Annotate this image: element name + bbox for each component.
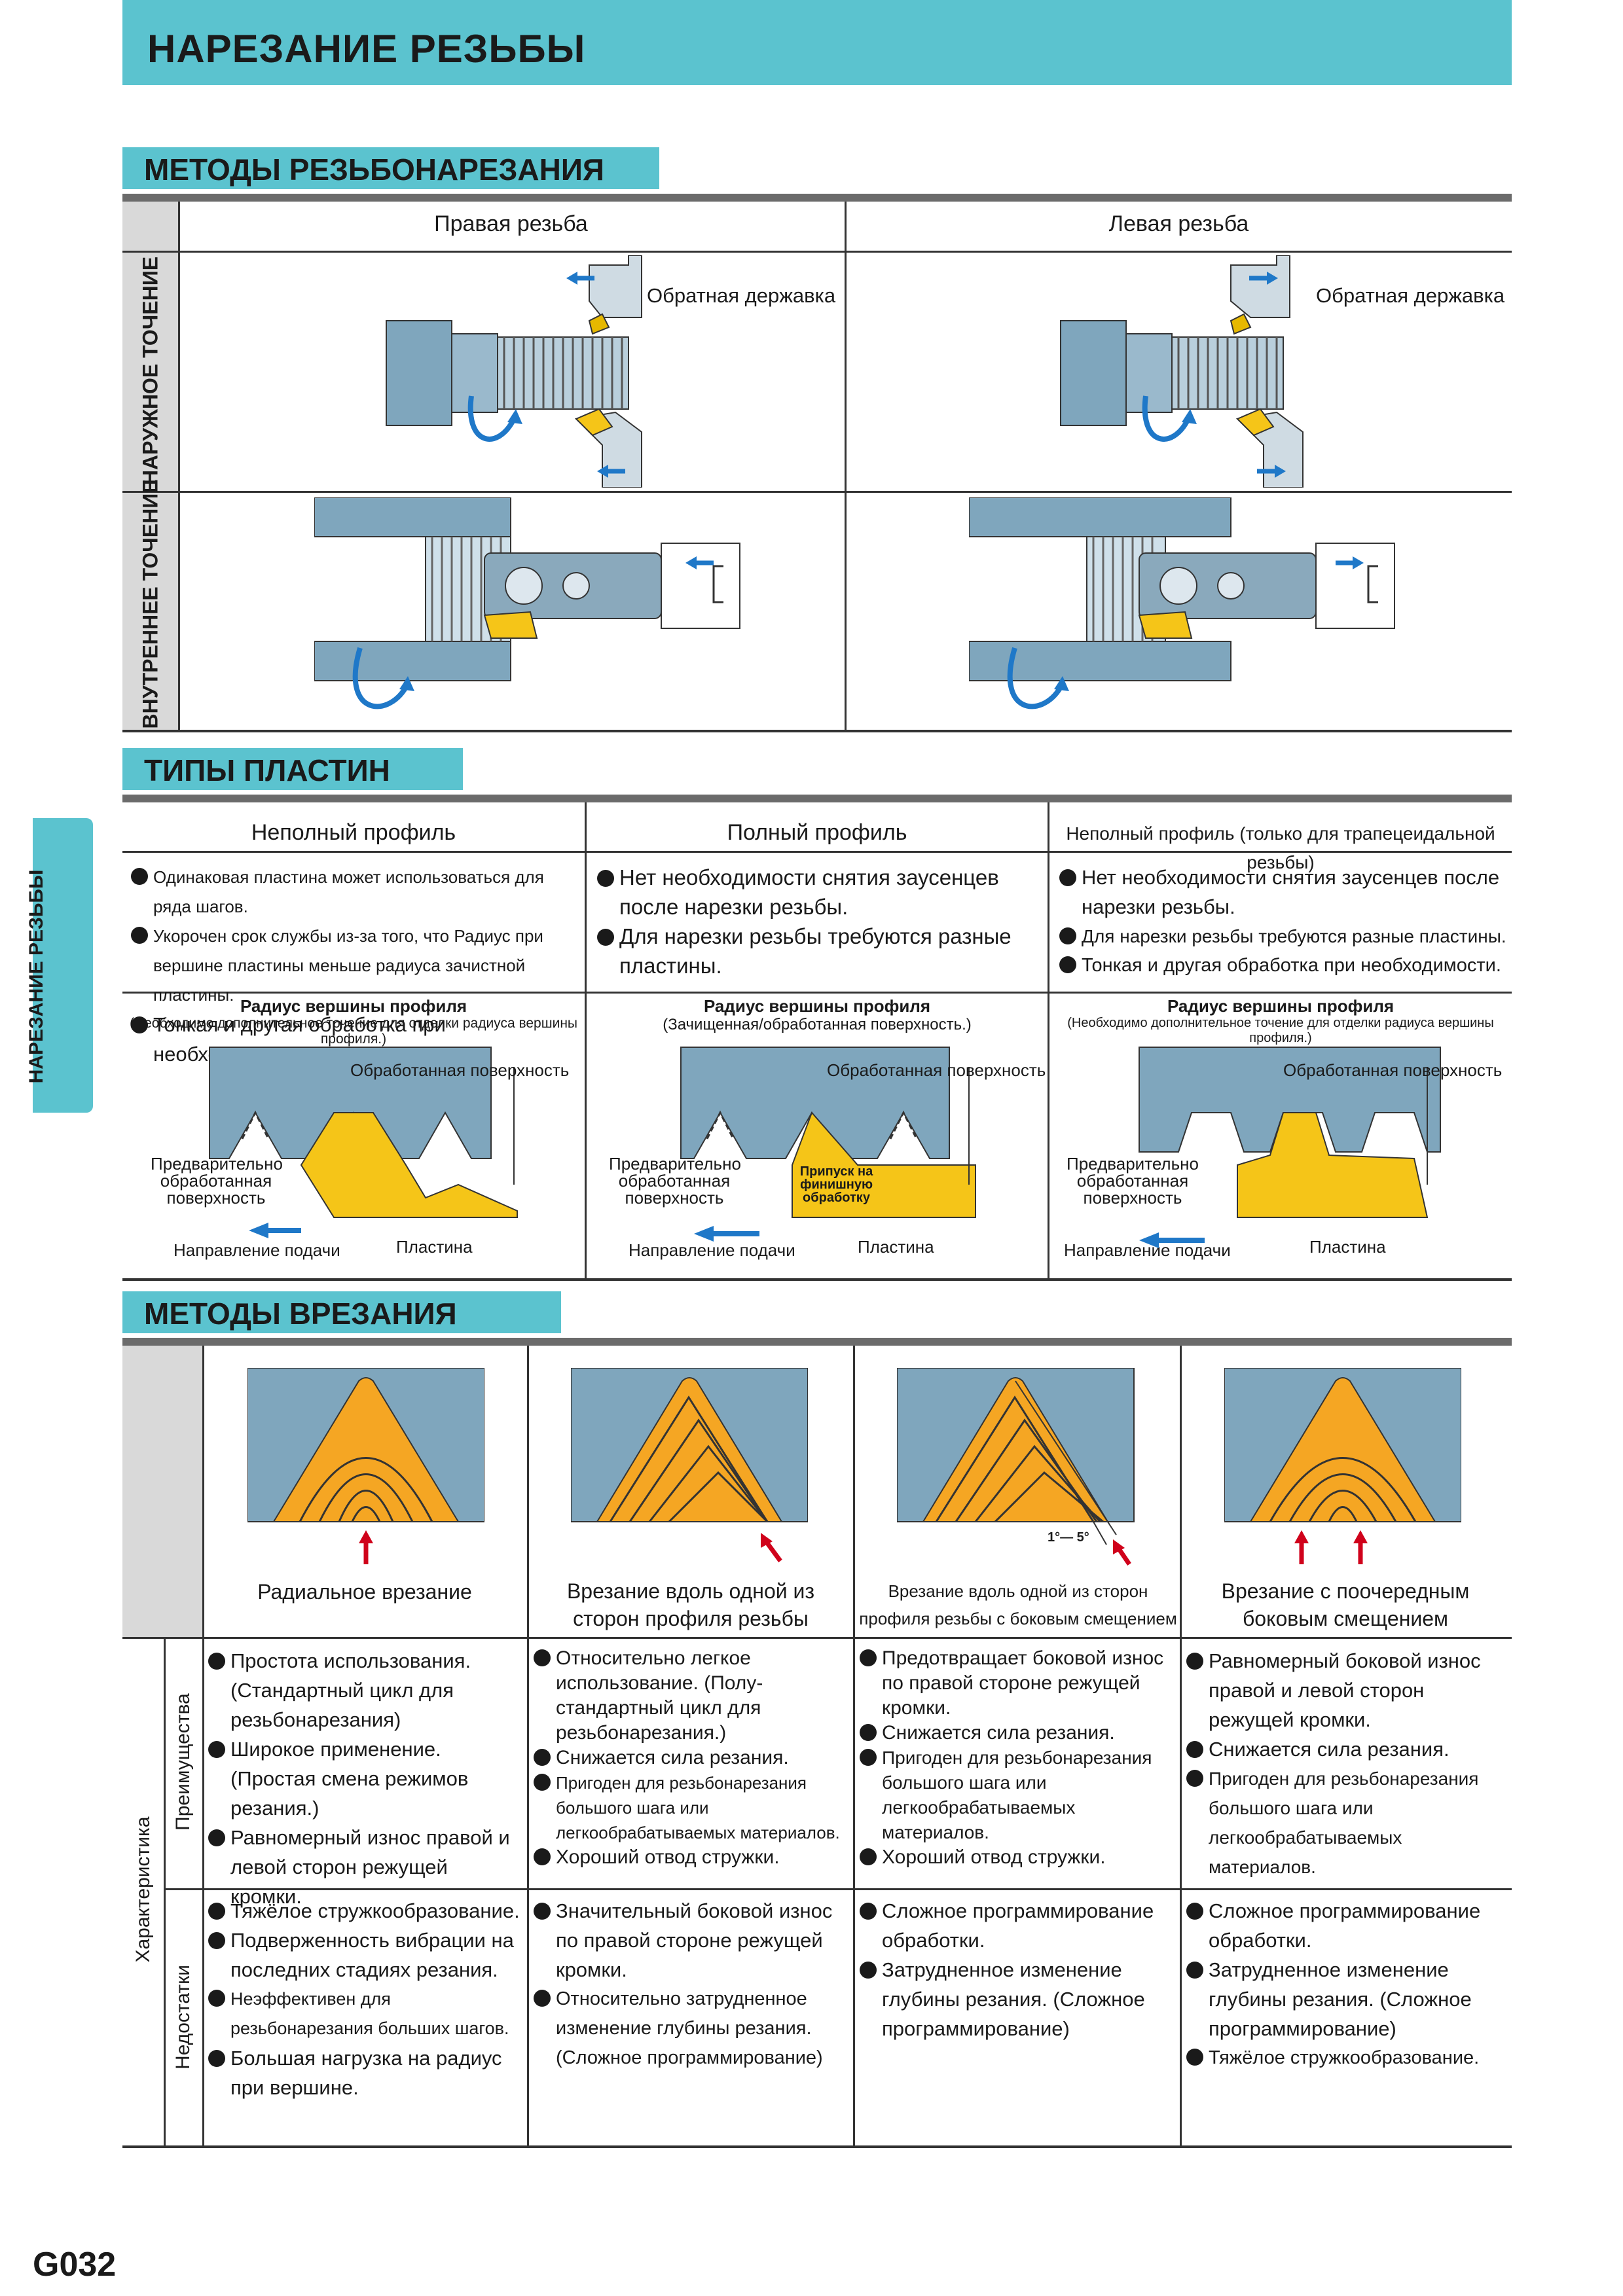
insert-col3-diag-sub: (Необходимо дополнительное точение для о…	[1067, 1016, 1494, 1045]
infeed-caption-1: Радиальное врезание	[257, 1580, 472, 1604]
insert-col2-bullets: Нет необходимости снятия заусенцев после…	[597, 863, 1042, 980]
section-bar-threading	[122, 147, 659, 189]
insert-col2-diag-sub: (Зачищенная/обработанная поверхность.)	[663, 1016, 972, 1033]
insert-col3-diagram	[1139, 1047, 1441, 1218]
external-right-illustration	[386, 255, 642, 488]
insert-col1-premachined: Предварительно обработанная поверхность	[151, 1154, 283, 1208]
section-title-threading: МЕТОДЫ РЕЗЬБОНАРЕЗАНИЯ	[144, 152, 604, 187]
infeed-adv-3: Предотвращает боковой износ по правой ст…	[860, 1646, 1177, 1870]
angle-label: 1°— 5°	[1048, 1530, 1089, 1545]
infeed-radial-diagram	[247, 1368, 484, 1564]
corner-cell	[122, 202, 178, 251]
section-bar-infeed	[122, 1291, 561, 1333]
external-left-illustration	[1060, 255, 1304, 488]
insert-col1-bullets: Одинаковая пластина может использоваться…	[131, 863, 583, 1069]
reverse-holder-right-label: Обратная державка	[647, 284, 836, 307]
feed-arrow-icon	[694, 1226, 759, 1242]
infeed-alternating-diagram	[1224, 1368, 1461, 1564]
infeed-caption-3: Врезание вдоль одной из сторон профиля р…	[859, 1581, 1177, 1628]
row-external: НАРУЖНОЕ ТОЧЕНИЕ	[138, 256, 162, 486]
infeed-caption-2: Врезание вдоль одной из сторон профиля р…	[566, 1579, 815, 1630]
feed-arrow-icon	[1139, 1232, 1205, 1248]
insert-col2-premachined: Предварительно обработанная поверхность	[609, 1154, 741, 1208]
insert-col2-insert: Пластина	[858, 1237, 934, 1257]
insert-col3-insert: Пластина	[1309, 1237, 1386, 1257]
row-disadvantages: Недостатки	[172, 1965, 194, 2070]
section-rule	[122, 194, 1512, 202]
infeed-adv-2: Относительно легкое использование. (Полу…	[534, 1646, 851, 1870]
page-number: G032	[33, 2246, 117, 2284]
internal-left-illustration	[969, 497, 1395, 709]
insert-col2-machined: Обработанная поверхность	[827, 1060, 1046, 1080]
section-title-inserts: ТИПЫ ПЛАСТИН	[144, 753, 390, 787]
insert-col3-machined: Обработанная поверхность	[1283, 1060, 1503, 1080]
row-internal: ВНУТРЕННЕЕ ТОЧЕНИЕ	[138, 479, 162, 729]
insert-col1-title: Неполный профиль	[251, 820, 456, 845]
insert-col3-bullets: Нет необходимости снятия заусенцев после…	[1059, 863, 1511, 980]
infeed-flank-diagram	[571, 1368, 808, 1563]
insert-col2-feed: Направление подачи	[629, 1240, 795, 1260]
insert-col1-machined: Обработанная поверхность	[350, 1060, 570, 1080]
infeed-caption-4: Врезание с поочередным боковым смещением	[1221, 1579, 1470, 1630]
col-left-thread: Левая резьба	[1108, 211, 1249, 236]
section-rule	[122, 1338, 1512, 1346]
insert-col2-diagram	[680, 1047, 976, 1218]
infeed-dis-2: Значительный боковой износ по правой сто…	[534, 1896, 851, 2073]
internal-right-illustration	[314, 497, 740, 709]
insert-col1-diag-title: Радиус вершины профиля	[240, 996, 467, 1016]
insert-col2-diag-title: Радиус вершины профиля	[703, 996, 931, 1016]
infeed-dis-1: Тяжёлое стружкообразование. Подверженнос…	[208, 1896, 524, 2102]
insert-col3-premachined: Предварительно обработанная поверхность	[1067, 1154, 1199, 1208]
infeed-modified-flank-diagram	[897, 1368, 1135, 1566]
page-title: НАРЕЗАНИЕ РЕЗЬБЫ	[147, 27, 586, 71]
insert-col1-diagram	[209, 1047, 518, 1238]
row-characteristics: Характеристика	[132, 1816, 154, 1963]
infeed-dis-3: Сложное программирование обработки. Затр…	[860, 1896, 1177, 2043]
insert-col1-insert: Пластина	[396, 1237, 473, 1257]
reverse-holder-left-label: Обратная державка	[1316, 284, 1505, 307]
side-tab-label: НАРЕЗАНИЕ РЕЗЬБЫ	[26, 869, 47, 1084]
insert-col2-allowance: Припуск на финишную обработку	[799, 1164, 873, 1205]
col-right-thread: Правая резьба	[434, 211, 588, 236]
insert-col3-diag-title: Радиус вершины профиля	[1167, 996, 1395, 1016]
insert-col2-title: Полный профиль	[727, 820, 907, 845]
insert-col3-title: Неполный профиль (только для трапецеидал…	[1066, 823, 1495, 872]
infeed-adv-1: Простота использования. (Стандартный цик…	[208, 1646, 524, 1911]
corner-cell	[122, 1346, 202, 1637]
infeed-adv-4: Равномерный боковой износ правой и левой…	[1186, 1646, 1507, 1882]
row-advantages: Преимущества	[172, 1693, 194, 1831]
insert-col1-diag-sub: (Необходимо дополнительное точение для о…	[129, 1016, 578, 1047]
section-rule	[122, 795, 1512, 802]
section-bar-inserts	[122, 748, 463, 790]
side-tab	[33, 818, 93, 1113]
infeed-dis-4: Сложное программирование обработки. Затр…	[1186, 1896, 1507, 2073]
section-title-infeed: МЕТОДЫ ВРЕЗАНИЯ	[144, 1297, 457, 1331]
insert-col3-feed: Направление подачи	[1064, 1240, 1231, 1260]
insert-col1-feed: Направление подачи	[173, 1240, 340, 1260]
header-bar	[122, 0, 1512, 85]
